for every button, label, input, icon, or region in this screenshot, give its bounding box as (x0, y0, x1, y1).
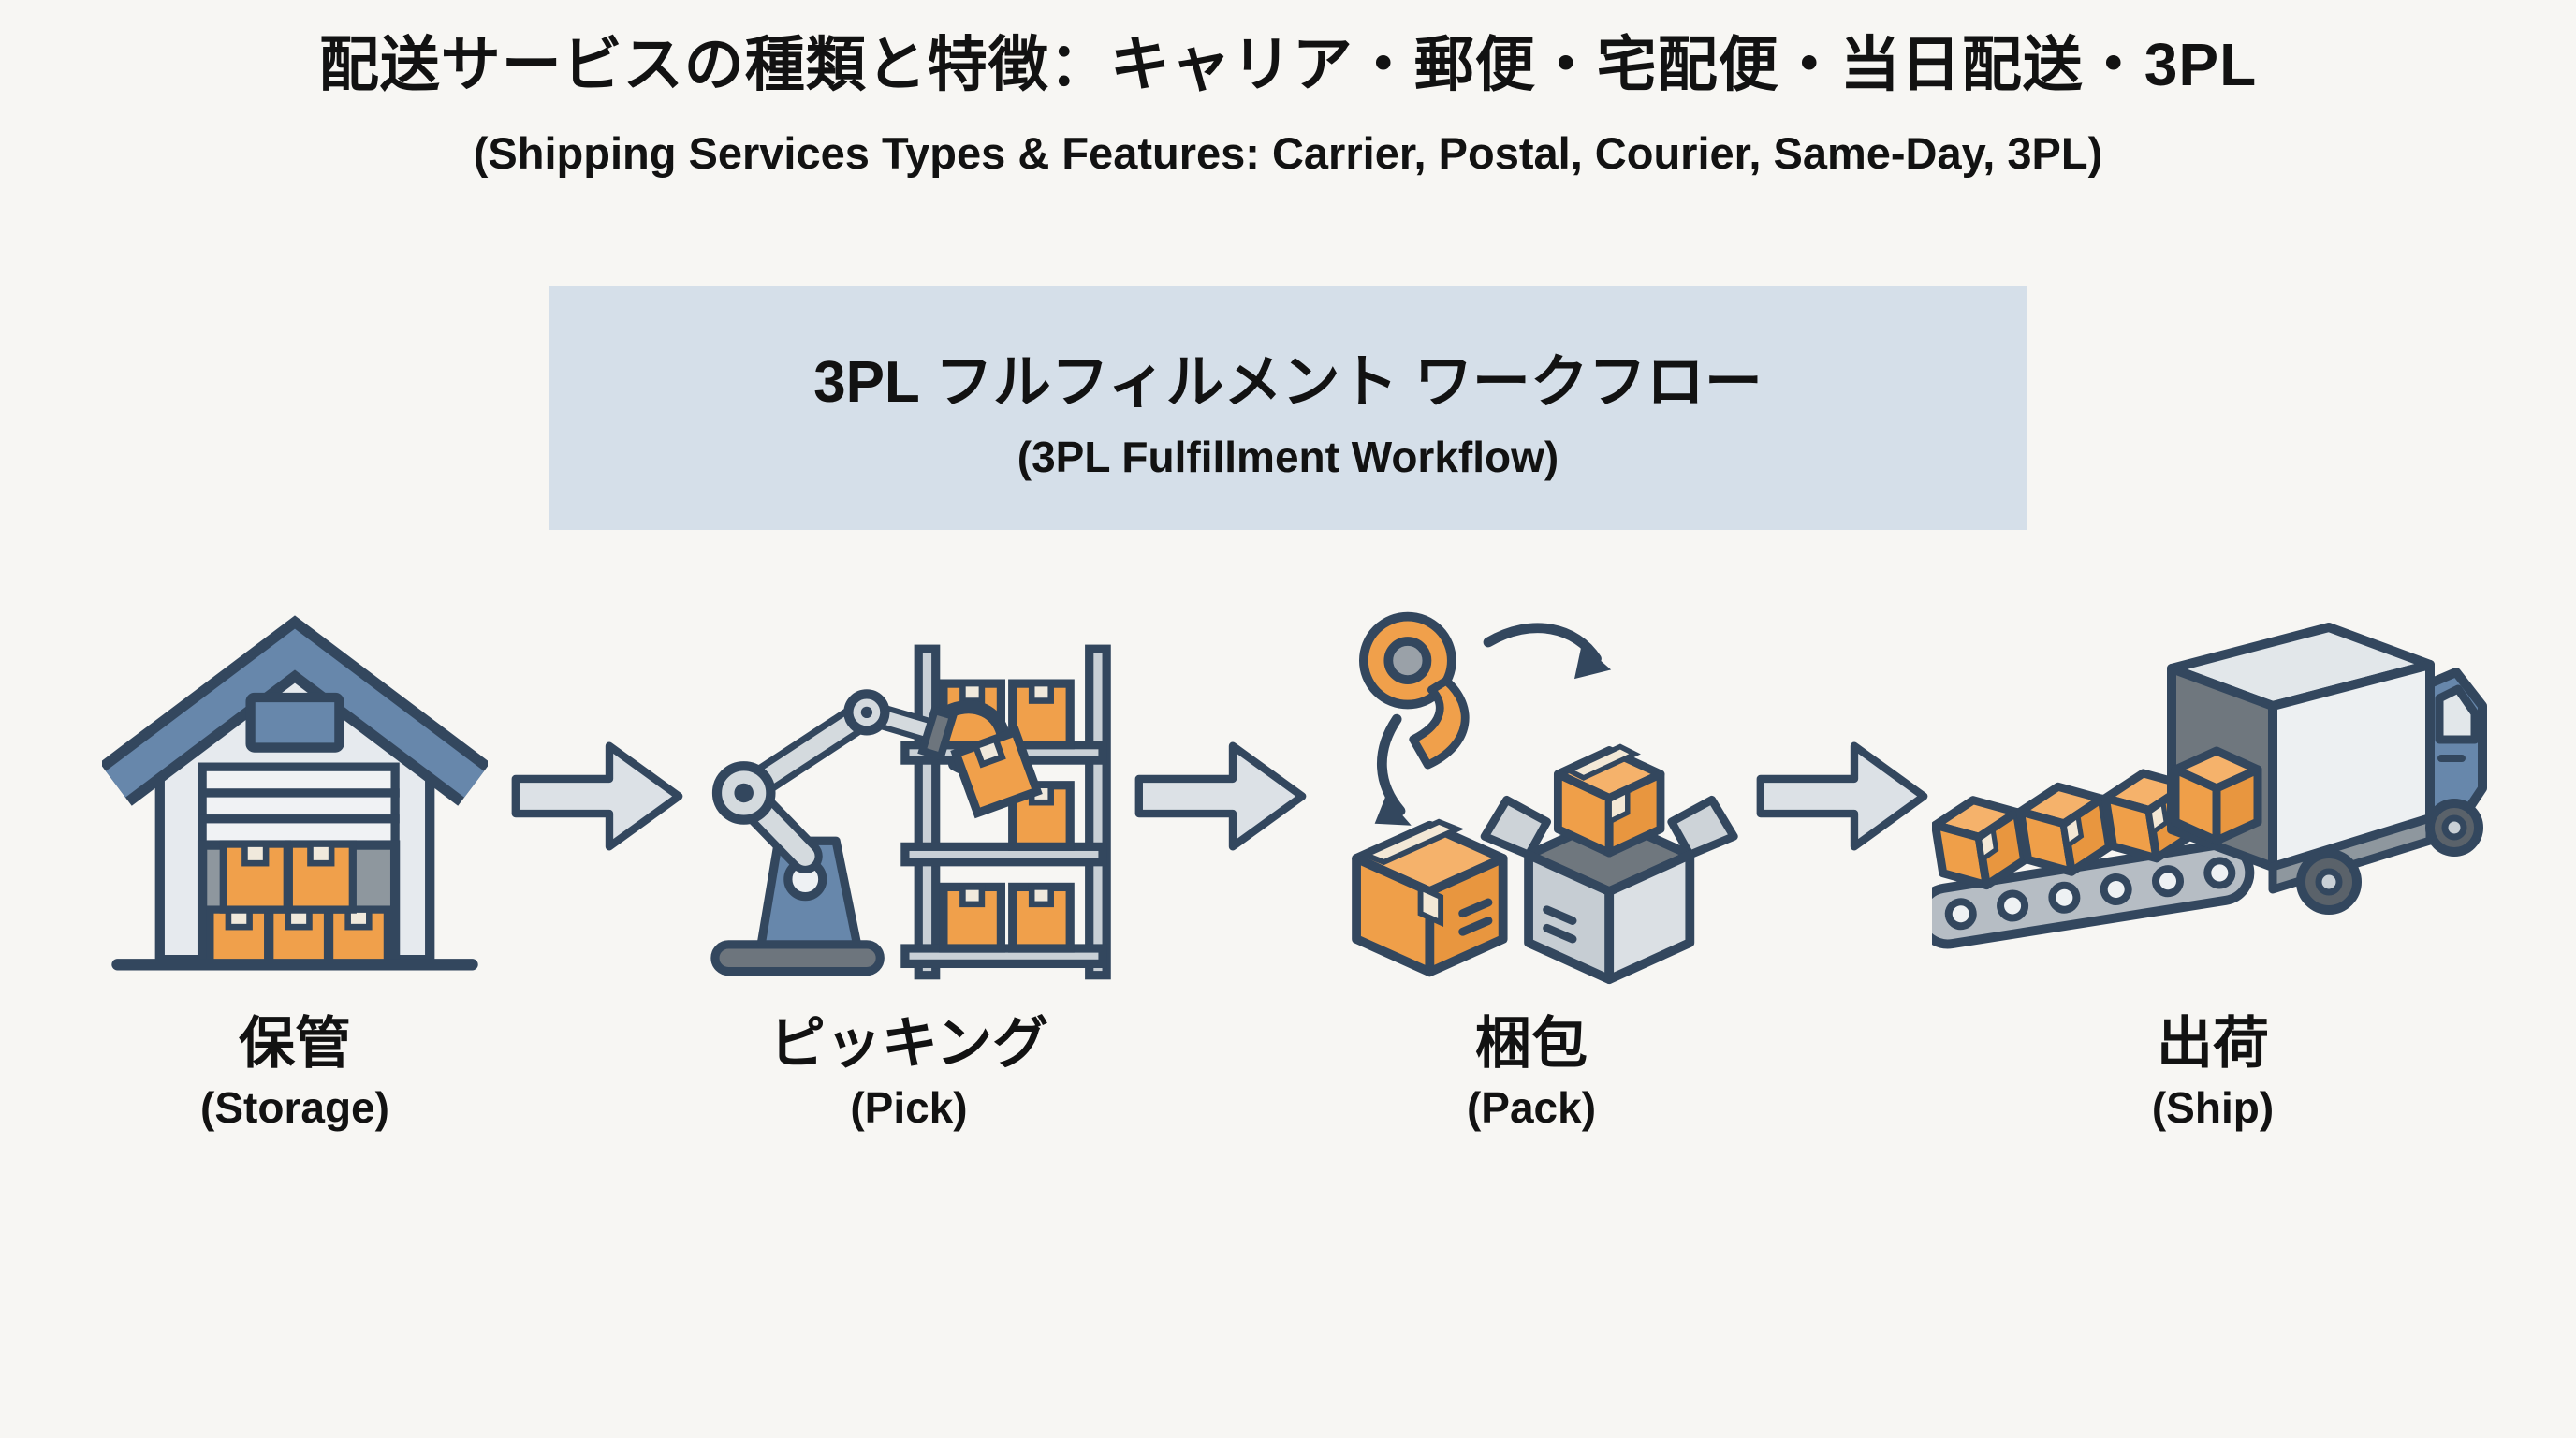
step-storage: 保管 (Storage) (80, 582, 510, 1133)
ship-icon-box (1932, 582, 2494, 987)
pack-label-jp: 梱包 (1475, 1012, 1588, 1075)
pick-label-jp: ピッキング (768, 1012, 1049, 1075)
pick-icon-box (688, 582, 1130, 987)
pack-icon-box (1316, 582, 1747, 987)
storage-icon-box (102, 582, 488, 987)
truck-loading-icon (1932, 623, 2487, 949)
step-pick: ピッキング (Pick) (684, 582, 1134, 1133)
ship-label-en: (Ship) (2151, 1083, 2275, 1132)
robot-arm-pick-icon (710, 644, 1111, 980)
workflow-steps: 保管 (Storage) (0, 582, 2576, 1133)
flow-arrow-2 (1134, 730, 1308, 862)
workflow-title-jp: 3PL フルフィルメント ワークフロー (813, 350, 1763, 415)
storage-label-jp: 保管 (239, 1012, 351, 1075)
flow-arrow-1 (510, 730, 684, 862)
warehouse-icon (102, 615, 488, 971)
packing-boxes-icon (1352, 611, 1738, 985)
page-subtitle: (Shipping Services Types & Features: Car… (473, 128, 2103, 178)
page-title: 配送サービスの種類と特徴：キャリア・郵便・宅配便・当日配送・3PL (318, 31, 2258, 98)
arrow-right-icon (511, 741, 683, 851)
workflow-title-en: (3PL Fulfillment Workflow) (1017, 433, 1559, 481)
pack-label-en: (Pack) (1466, 1083, 1597, 1132)
ship-label-jp: 出荷 (2157, 1012, 2269, 1075)
pick-label-en: (Pick) (850, 1083, 968, 1132)
step-ship: 出荷 (Ship) (1929, 582, 2496, 1133)
arrow-right-icon (1134, 741, 1307, 851)
arrow-right-icon (1756, 741, 1928, 851)
storage-label-en: (Storage) (200, 1083, 389, 1132)
step-pack: 梱包 (Pack) (1308, 582, 1755, 1133)
flow-arrow-3 (1755, 730, 1929, 862)
workflow-title-box: 3PL フルフィルメント ワークフロー (3PL Fulfillment Wor… (549, 286, 2027, 530)
